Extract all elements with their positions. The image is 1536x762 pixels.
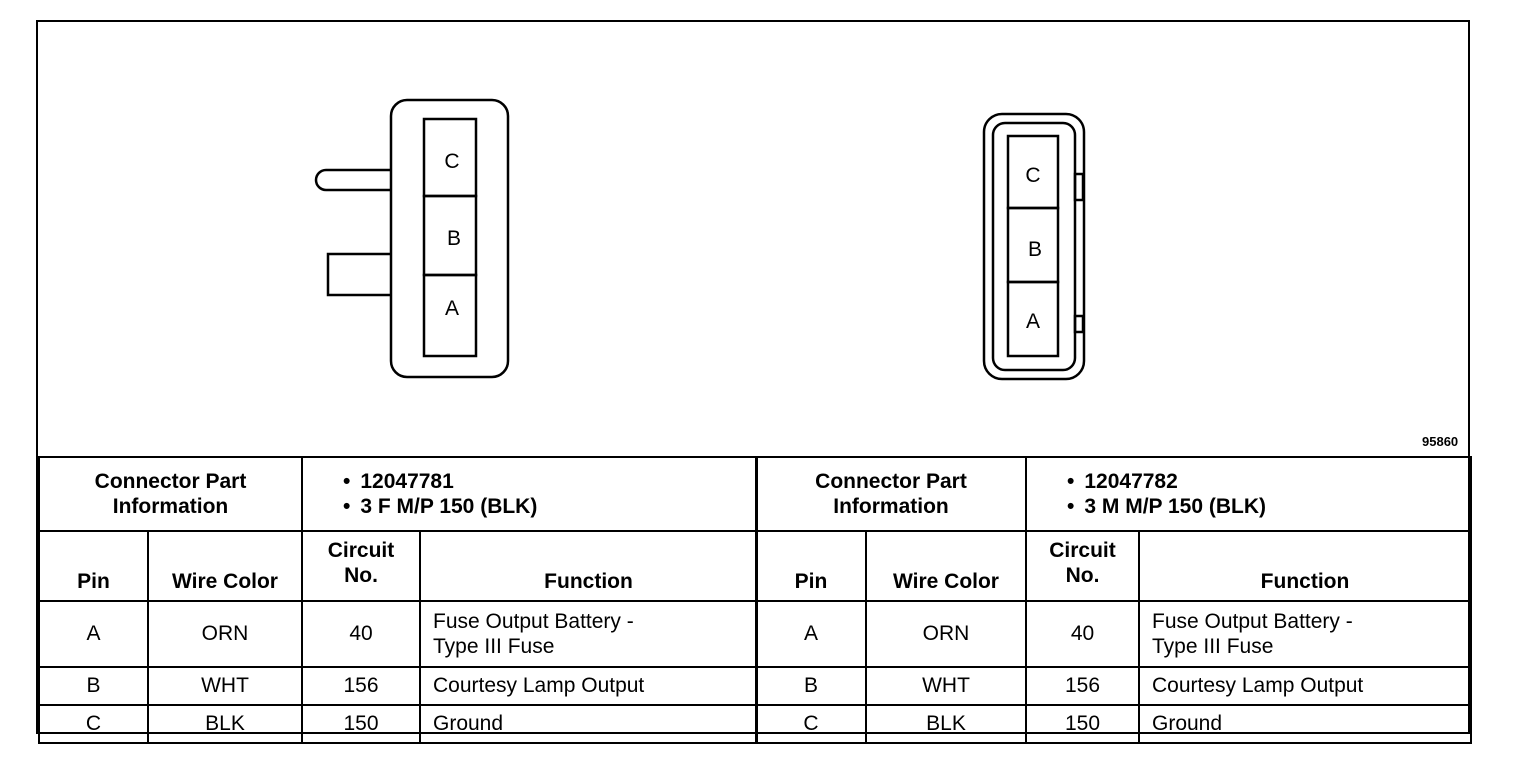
female-connector-key-tab [326,252,391,297]
female-connector-table: Connector Part Information •12047781 •3 … [38,456,758,744]
circuit-number-header: Circuit No. [301,530,421,602]
part-number: 12047781 [360,469,454,493]
female-cavity-a [422,273,478,358]
connector-part-numbers: •12047781 •3 F M/P 150 (BLK) [301,456,758,532]
table-row: C BLK 150 Ground [755,704,1473,744]
male-connector-table: Connector Part Information •12047782 •3 … [755,456,1473,744]
pin-cell: B [755,666,867,706]
connector-sheet: C B A C B A 95860 Connector Part Informa… [36,20,1473,744]
function-cell: Fuse Output Battery - Type III Fuse [419,600,758,668]
wire-color-cell: ORN [865,600,1027,668]
circuit-cell: 156 [301,666,421,706]
wire-color-header: Wire Color [147,530,303,602]
pin-cell: C [755,704,867,744]
wire-color-cell: WHT [865,666,1027,706]
wire-color-cell: WHT [147,666,303,706]
female-cavity-label-b: B [447,227,461,250]
function-cell: Courtesy Lamp Output [1137,666,1473,706]
function-cell: Courtesy Lamp Output [419,666,758,706]
female-cavity-label-a: A [445,297,459,320]
function-cell: Ground [419,704,758,744]
table-row: C BLK 150 Ground [38,704,758,744]
male-connector-body-outer [982,112,1086,381]
table-row: B WHT 156 Courtesy Lamp Output [38,666,758,706]
female-connector-body [389,98,510,379]
male-connector-body-inner [991,121,1077,372]
connector-part-numbers: •12047782 •3 M M/P 150 (BLK) [1024,456,1473,532]
connector-info-label: Connector Part Information [755,456,1027,532]
male-latch-lower [1073,314,1085,334]
function-header: Function [419,530,758,602]
male-connector-drawing [982,112,1086,381]
wire-color-cell: BLK [865,704,1027,744]
figure-number: 95860 [1422,434,1459,449]
male-cavity-label-a: A [1026,310,1040,333]
table-row: A ORN 40 Fuse Output Battery - Type III … [755,600,1473,668]
female-connector-drawing [314,98,510,379]
pin-cell: A [755,600,867,668]
circuit-cell: 40 [301,600,421,668]
pin-cell: C [38,704,149,744]
function-cell: Fuse Output Battery - Type III Fuse [1137,600,1473,668]
circuit-number-header: Circuit No. [1025,530,1140,602]
male-latch-upper [1073,172,1085,202]
pin-header: Pin [38,530,149,602]
connector-info-label: Connector Part Information [38,456,303,532]
function-cell: Ground [1137,704,1473,744]
connector-diagram: C B A C B A [314,98,1086,381]
wire-color-cell: BLK [147,704,303,744]
male-cavity-a [1006,280,1060,358]
circuit-cell: 150 [1025,704,1140,744]
pin-header: Pin [755,530,867,602]
circuit-cell: 156 [1025,666,1140,706]
part-description: 3 F M/P 150 (BLK) [360,495,538,518]
female-cavity-label-c: C [444,150,459,173]
male-cavity-label-b: B [1028,238,1042,261]
male-cavity-label-c: C [1025,164,1040,187]
circuit-cell: 150 [301,704,421,744]
female-connector-lock-tab [314,168,391,192]
table-row: B WHT 156 Courtesy Lamp Output [755,666,1473,706]
circuit-cell: 40 [1025,600,1140,668]
table-row: A ORN 40 Fuse Output Battery - Type III … [38,600,758,668]
wire-color-cell: ORN [147,600,303,668]
wire-color-header: Wire Color [865,530,1027,602]
pin-cell: B [38,666,149,706]
pin-cell: A [38,600,149,668]
function-header: Function [1137,530,1473,602]
part-number: 12047782 [1084,469,1178,493]
part-description: 3 M M/P 150 (BLK) [1084,495,1267,518]
